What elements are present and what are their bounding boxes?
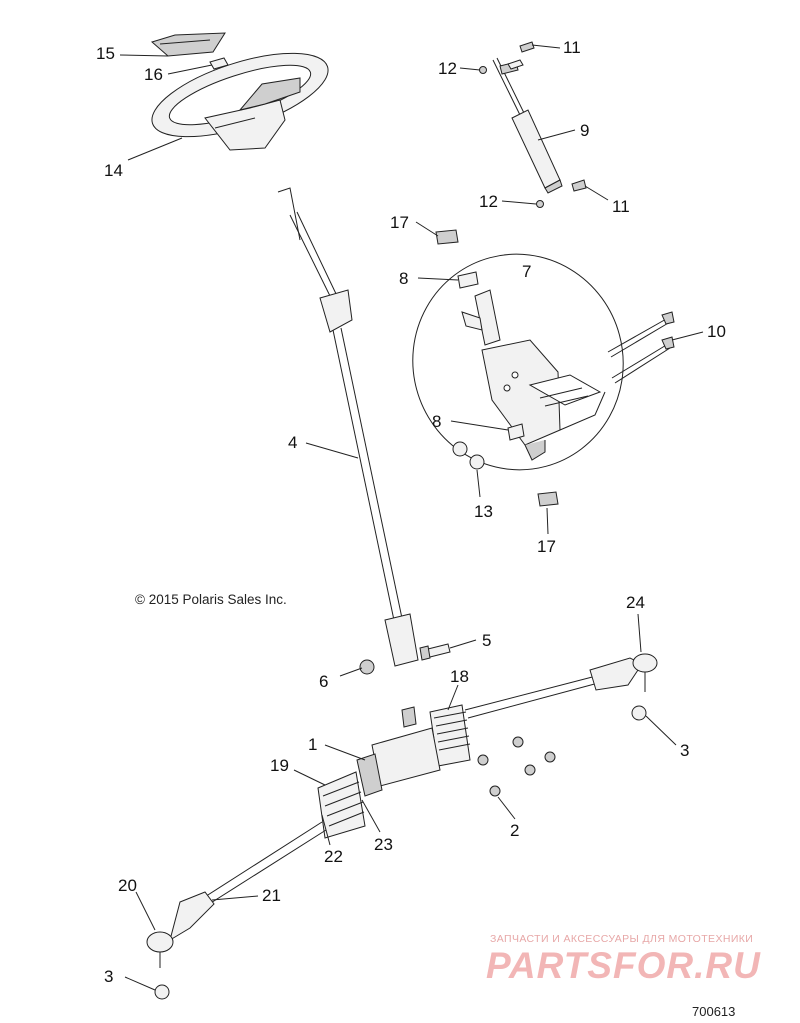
callout-5: 5 <box>482 631 491 650</box>
callout-24: 24 <box>626 593 645 612</box>
rack-nuts <box>477 736 556 797</box>
callout-23: 23 <box>374 835 393 854</box>
callout-7: 7 <box>522 262 531 281</box>
callout-20: 20 <box>118 876 137 895</box>
callout-19: 19 <box>270 756 289 775</box>
callout-22: 22 <box>324 847 343 866</box>
damper-nut-upper <box>479 66 487 74</box>
steering-shaft <box>277 187 419 667</box>
leader-lines <box>119 44 704 991</box>
watermark-subtitle: ЗАПЧАСТИ И АКСЕССУАРЫ ДЛЯ МОТОТЕХНИКИ <box>490 933 753 945</box>
mount-bolts <box>607 311 675 384</box>
shaft-nut <box>359 659 375 675</box>
callout-17-upper: 17 <box>390 213 409 232</box>
spacer-lower <box>537 491 559 507</box>
column-mount-bracket <box>461 289 606 461</box>
callout-12-upper: 12 <box>438 59 457 78</box>
cap-insert <box>209 57 229 70</box>
callout-17-lower: 17 <box>537 537 556 556</box>
tie-rod-end-right <box>589 653 658 692</box>
steering-wheel-cap <box>150 32 226 57</box>
callout-11-lower: 11 <box>612 197 630 216</box>
callout-6: 6 <box>319 672 328 691</box>
tie-rod-end-left <box>146 891 215 968</box>
callout-14: 14 <box>104 161 123 180</box>
callout-9: 9 <box>580 121 589 140</box>
bushing-upper <box>457 271 479 289</box>
callout-12-lower: 12 <box>479 192 498 211</box>
shaft-bolt <box>419 643 451 661</box>
tie-rod-nut-left <box>154 984 170 1000</box>
spacer-upper <box>435 229 459 245</box>
callout-8-lower: 8 <box>432 412 441 431</box>
callout-3-lower: 3 <box>104 967 113 986</box>
callout-11-upper: 11 <box>563 38 581 57</box>
tie-rod-nut-right <box>631 705 647 721</box>
callout-3-upper: 3 <box>680 741 689 760</box>
steering-damper <box>492 57 563 194</box>
damper-nut-lower <box>536 200 544 208</box>
bracket-detail-ellipse <box>412 253 624 471</box>
mount-nuts <box>452 441 485 470</box>
copyright-notice: © 2015 Polaris Sales Inc. <box>135 592 287 607</box>
damper-bolt-lower <box>571 179 587 192</box>
callout-1: 1 <box>308 735 317 754</box>
callout-16: 16 <box>144 65 163 84</box>
callout-18: 18 <box>450 667 469 686</box>
callout-15: 15 <box>96 44 115 63</box>
callout-8-upper: 8 <box>399 269 408 288</box>
callout-13: 13 <box>474 502 493 521</box>
damper-bolt-upper <box>507 41 535 70</box>
bushing-lower <box>507 423 525 441</box>
steering-rack <box>199 674 603 907</box>
callout-2: 2 <box>510 821 519 840</box>
watermark-brand: PARTSFOR.RU <box>486 945 761 986</box>
drawing-number: 700613 <box>692 1004 735 1019</box>
callout-4: 4 <box>288 433 297 452</box>
callout-10: 10 <box>707 322 726 341</box>
steering-wheel <box>151 52 329 151</box>
callout-21: 21 <box>262 886 281 905</box>
